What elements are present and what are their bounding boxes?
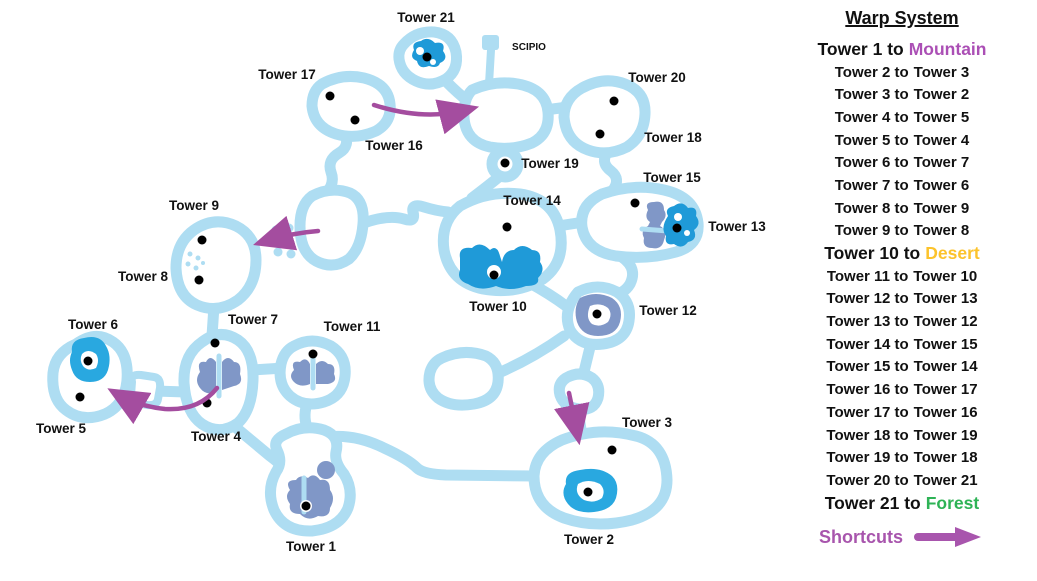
scipio-stub [482, 35, 499, 50]
tower-14-marker [502, 222, 512, 232]
tower-20-label: Tower 20 [628, 70, 686, 85]
tower-7-marker [210, 338, 220, 348]
tower-9-marker [197, 235, 207, 245]
tower-10-lake [459, 244, 543, 289]
warp-map: Tower 21 SCIPIO Tower 17 Tower 20 Tower … [36, 10, 766, 554]
tower-17-16-area [306, 71, 396, 142]
tower-3-marker [607, 445, 617, 455]
tower-2-label: Tower 2 [564, 532, 614, 547]
tower-3-label: Tower 3 [622, 415, 673, 430]
tower-9-junction-area [294, 184, 369, 271]
tower-9-label: Tower 9 [169, 198, 219, 213]
shortcut-arrow-17-to-hub [371, 99, 480, 135]
tower-14-label: Tower 14 [503, 193, 561, 208]
tower-21-marker [422, 52, 432, 62]
tower-6-marker [83, 356, 93, 366]
tower-1-mountain [317, 461, 335, 479]
map-labels: Tower 21 SCIPIO Tower 17 Tower 20 Tower … [36, 10, 766, 554]
tower-4-forest [197, 358, 216, 394]
route-destination: Desert [925, 243, 980, 264]
tower-11-label: Tower 11 [324, 319, 381, 334]
tower-18-label: Tower 18 [644, 130, 702, 145]
tower-21-label: Tower 21 [397, 10, 455, 25]
tower-15-marker [630, 198, 640, 208]
tower-11-forest [291, 359, 310, 386]
tower-1-marker [301, 501, 311, 511]
tower-markers [75, 52, 682, 511]
legend-title: Warp System [845, 8, 959, 28]
route-destination: Mountain [908, 38, 987, 59]
shortcut-arrow-junction-to-9 [253, 215, 321, 251]
shortcuts-key: Shortcuts [819, 525, 985, 549]
tower-5-marker [75, 392, 85, 402]
tower-17-label: Tower 17 [258, 67, 316, 82]
route-destination: Forest [925, 492, 980, 513]
tower-9-8-area [170, 216, 262, 315]
tower-20-marker [609, 96, 619, 106]
tower-19-label: Tower 19 [521, 156, 579, 171]
shortcut-arrows [107, 99, 590, 446]
shortcuts-label: Shortcuts [818, 526, 903, 547]
tower-16-label: Tower 16 [365, 138, 423, 153]
tower-1-label: Tower 1 [286, 539, 337, 554]
tower-10-marker [489, 270, 499, 280]
tower-8-label: Tower 8 [118, 269, 169, 284]
shortcut-arrow-4-to-5 [107, 385, 220, 425]
scipio-label: SCIPIO [512, 42, 546, 53]
tower-19-marker [500, 158, 510, 168]
tower-8-marker [194, 275, 204, 285]
tower-13-forest [642, 201, 666, 249]
tower-17-marker [325, 91, 335, 101]
tower-16-marker [350, 115, 360, 125]
tower-13-label: Tower 13 [708, 219, 766, 234]
middle-junction-area [423, 347, 504, 411]
shortcut-arrow-12-to-2 [554, 390, 590, 446]
tower-2-junction-area [553, 368, 605, 415]
tower-11-marker [308, 349, 318, 359]
tower-4-label: Tower 4 [191, 429, 242, 444]
tower-15-label: Tower 15 [643, 170, 701, 185]
tower-13-marker [672, 223, 682, 233]
tower-18-marker [595, 129, 605, 139]
tower-13-lake [663, 203, 699, 247]
tower-20-18-area [558, 75, 651, 159]
tower-2-marker [583, 487, 593, 497]
central-junction-area [458, 77, 554, 154]
tower-7-label: Tower 7 [228, 312, 278, 327]
tower-12-label: Tower 12 [639, 303, 697, 318]
shortcuts-arrow-icon [914, 527, 981, 548]
tower-10-label: Tower 10 [469, 299, 527, 314]
tower-5-label: Tower 5 [36, 421, 87, 436]
tower-12-marker [592, 309, 602, 319]
tower-6-label: Tower 6 [68, 317, 119, 332]
